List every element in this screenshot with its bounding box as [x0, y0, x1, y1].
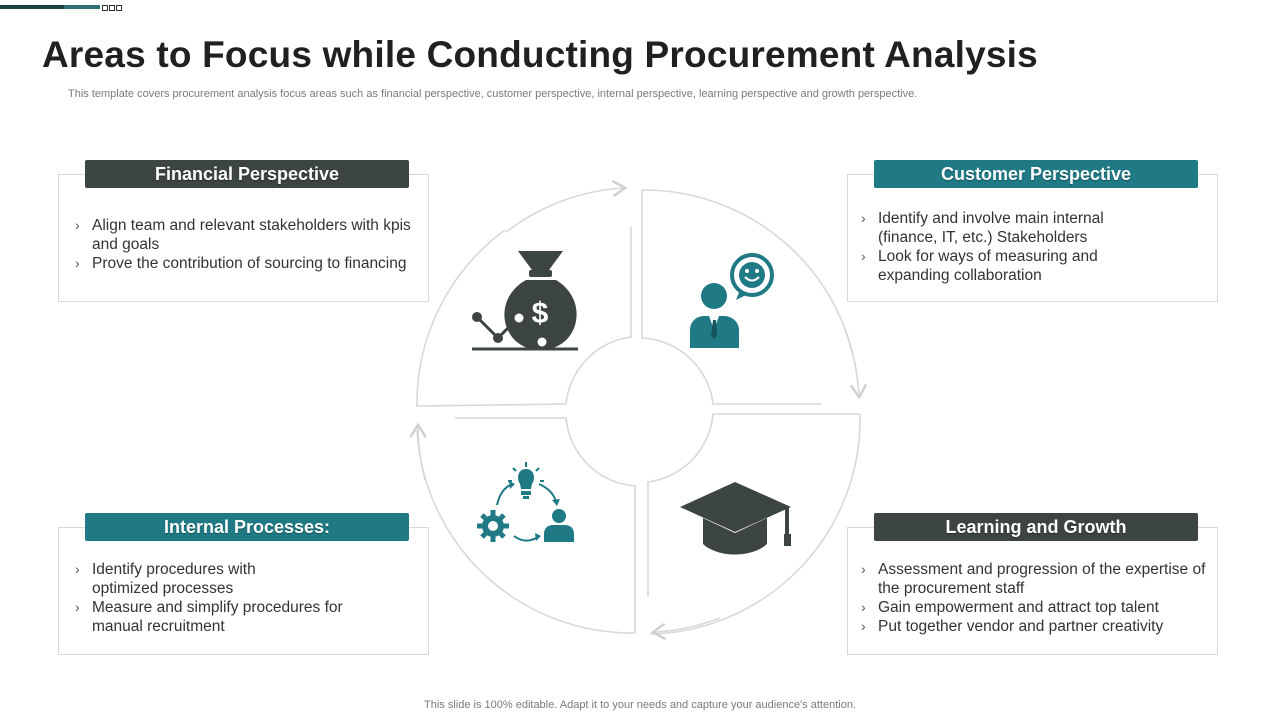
bullet-item: ›Identify and involve main internal (fin… [861, 210, 1104, 246]
page-title: Areas to Focus while Conducting Procurem… [42, 34, 1038, 75]
bullet-chevron-icon: › [75, 599, 80, 615]
bullet-item: ›Look for ways of measuring and expandin… [861, 248, 1098, 284]
bullet-chevron-icon: › [861, 248, 866, 264]
financial-bullets: ›Align team and relevant stakeholders wi… [75, 216, 421, 273]
bullet-item: ›Prove the contribution of sourcing to f… [75, 255, 407, 272]
quadrant-top-left [416, 227, 632, 407]
graduation-cap-icon [680, 482, 791, 555]
financial-card: ›Align team and relevant stakeholders wi… [58, 174, 429, 302]
quadrant-bottom-right [647, 413, 861, 635]
customer-bullets: ›Identify and involve main internal (fin… [861, 209, 1121, 285]
process-cycle-icon [477, 462, 574, 542]
internal-bullets: ›Identify procedures with optimized proc… [75, 560, 365, 636]
bullet-chevron-icon: › [861, 561, 866, 577]
customer-header: Customer Perspective [874, 160, 1198, 188]
bullet-chevron-icon: › [75, 217, 80, 233]
customer-feedback-icon [690, 253, 774, 348]
arrow-bottom [656, 617, 721, 632]
bullet-item: ›Assessment and progression of the exper… [861, 561, 1206, 597]
customer-card: ›Identify and involve main internal (fin… [847, 174, 1218, 302]
page-subtitle: This template covers procurement analysi… [68, 88, 918, 100]
bullet-item: ›Measure and simplify procedures for man… [75, 599, 343, 635]
bullet-item: ›Put together vendor and partner creativ… [861, 618, 1164, 635]
quadrant-top-right [641, 189, 859, 405]
bullet-chevron-icon: › [861, 210, 866, 226]
bullet-chevron-icon: › [861, 618, 866, 634]
learning-bullets: ›Assessment and progression of the exper… [861, 560, 1211, 636]
bullet-item: ›Identify procedures with optimized proc… [75, 561, 256, 597]
internal-header: Internal Processes: [85, 513, 409, 541]
footer-note: This slide is 100% editable. Adapt it to… [424, 699, 856, 711]
money-bag-icon: $ [472, 251, 578, 351]
bullet-chevron-icon: › [861, 599, 866, 615]
bullet-item: ›Align team and relevant stakeholders wi… [75, 217, 411, 253]
financial-header: Financial Perspective [85, 160, 409, 188]
svg-text:$: $ [532, 297, 549, 330]
learning-header: Learning and Growth [874, 513, 1198, 541]
quadrant-bottom-left [416, 417, 636, 634]
arrow-left [418, 428, 425, 481]
top-square [116, 5, 122, 11]
learning-card: ›Assessment and progression of the exper… [847, 527, 1218, 655]
bullet-chevron-icon: › [75, 255, 80, 271]
internal-card: ›Identify procedures with optimized proc… [58, 527, 429, 655]
bullet-item: ›Gain empowerment and attract top talent [861, 599, 1159, 616]
bullet-chevron-icon: › [75, 561, 80, 577]
top-square [102, 5, 108, 11]
arrow-top [505, 188, 622, 233]
top-square [109, 5, 115, 11]
arrow-right [844, 329, 859, 394]
top-accent-bar-dark [0, 5, 64, 9]
